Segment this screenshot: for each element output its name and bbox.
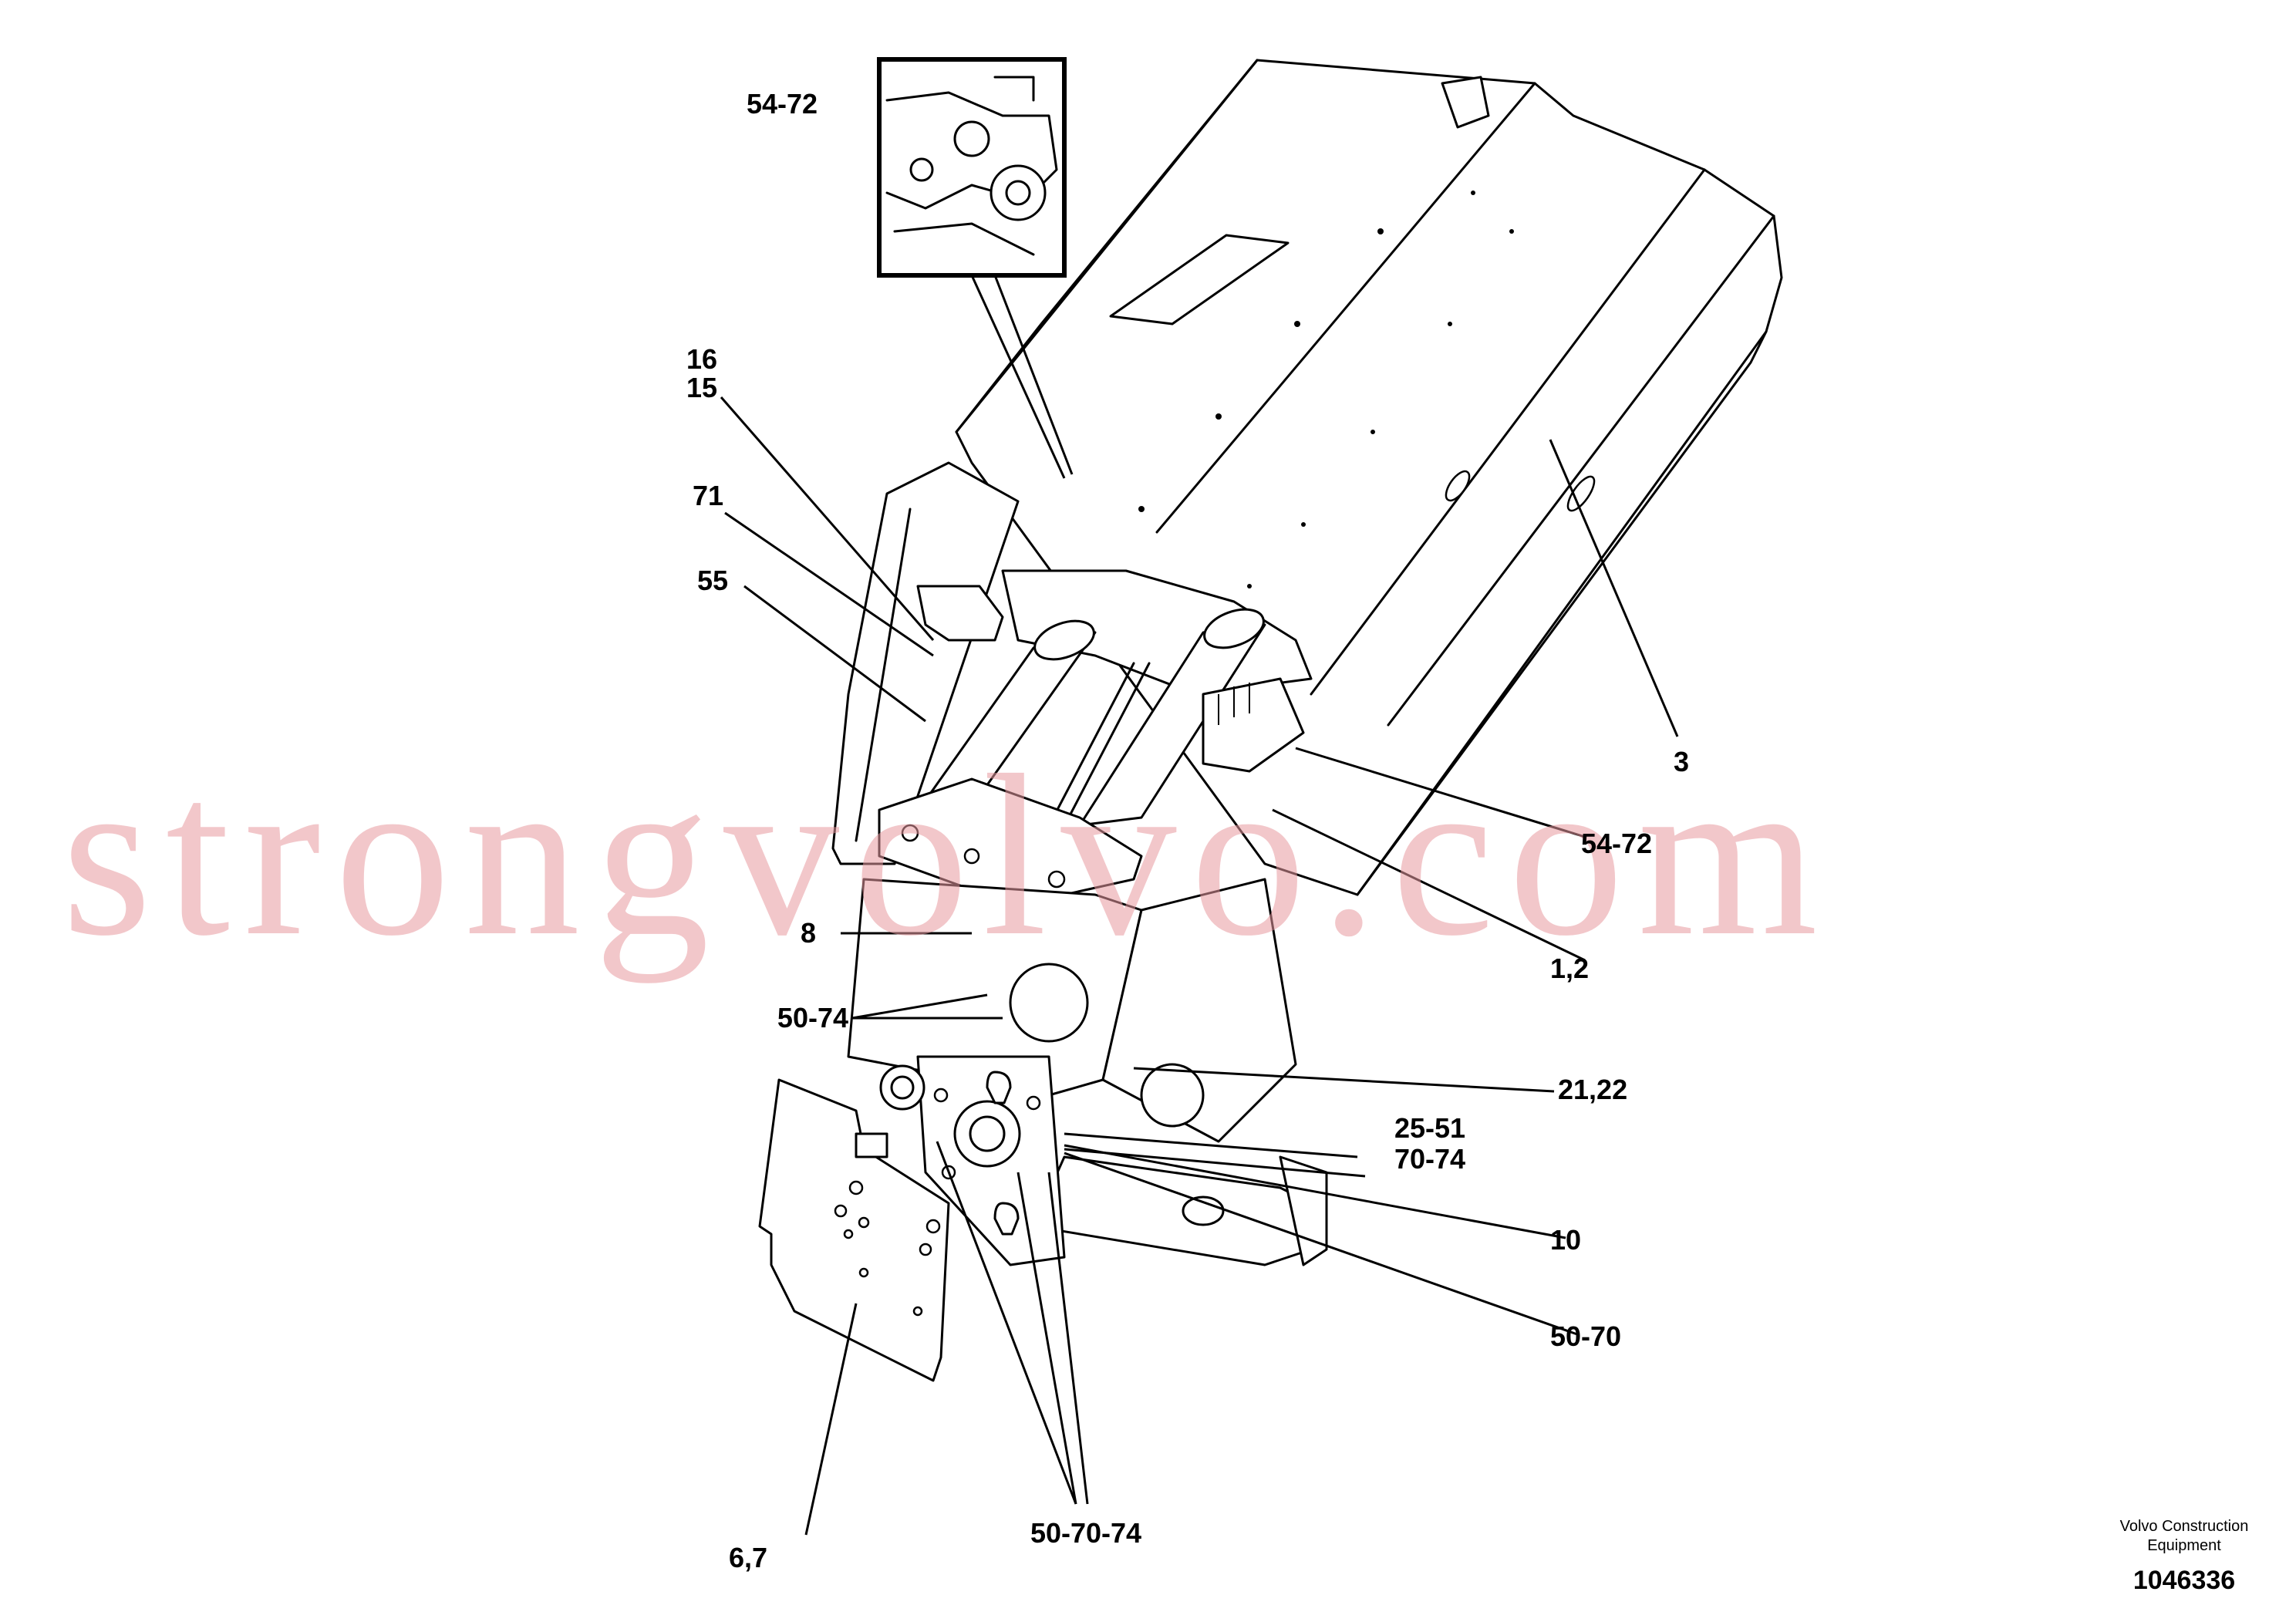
part-labels: 54-72 16 15 71 55 3 54-72 1,2 8 50-74 21… bbox=[686, 88, 1689, 1573]
label-50-74: 50-74 bbox=[777, 1002, 848, 1034]
detail-inset bbox=[877, 57, 1074, 479]
cover-fastener-dots bbox=[1138, 191, 1514, 588]
label-15: 15 bbox=[686, 372, 717, 403]
brand-line-2: Equipment bbox=[2147, 1537, 2221, 1554]
label-50-70: 50-70 bbox=[1550, 1320, 1621, 1352]
guard-plate bbox=[758, 1078, 950, 1382]
leader-lines bbox=[720, 396, 1679, 1536]
label-3: 3 bbox=[1674, 746, 1689, 777]
label-inset-54-72: 54-72 bbox=[747, 88, 818, 120]
label-16: 16 bbox=[686, 343, 717, 375]
label-54-72: 54-72 bbox=[1581, 828, 1652, 859]
label-71: 71 bbox=[693, 480, 723, 511]
label-70-74: 70-74 bbox=[1394, 1143, 1465, 1175]
label-55: 55 bbox=[697, 565, 728, 596]
label-21-22: 21,22 bbox=[1558, 1074, 1627, 1105]
label-25-51: 25-51 bbox=[1394, 1112, 1465, 1144]
brand-block: Volvo Construction Equipment 1046336 bbox=[2120, 1518, 2249, 1595]
label-10: 10 bbox=[1550, 1224, 1581, 1256]
watermark: strongvolvo.com bbox=[62, 727, 1832, 984]
label-6-7: 6,7 bbox=[729, 1542, 767, 1573]
label-8: 8 bbox=[801, 917, 816, 949]
brand-line-1: Volvo Construction bbox=[2120, 1518, 2249, 1535]
main-cover-housing bbox=[955, 59, 1783, 896]
label-50-70-74: 50-70-74 bbox=[1030, 1517, 1141, 1549]
document-id: 1046336 bbox=[2133, 1566, 2235, 1595]
label-1-2: 1,2 bbox=[1550, 953, 1589, 984]
